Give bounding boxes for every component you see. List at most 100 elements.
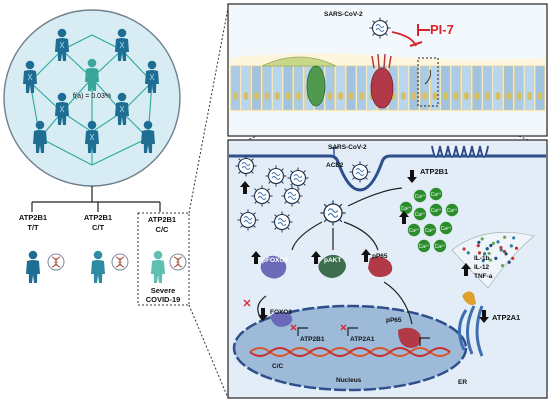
epithelial-cell: [409, 65, 419, 111]
zoom-arrow: [424, 69, 431, 85]
calcium-ions: Ca²⁺Ca²⁺Ca²⁺Ca²⁺Ca²⁺Ca²⁺Ca²⁺Ca²⁺Ca²⁺Ca²⁺…: [399, 187, 459, 253]
epithelial-cell: [251, 65, 262, 111]
svg-text:Ca²⁺: Ca²⁺: [431, 192, 442, 198]
epithelial-cell: [430, 65, 440, 111]
epithelial-cell: [482, 65, 493, 111]
cytokine-dot: [512, 236, 516, 240]
epithelial-cell: [283, 65, 293, 111]
cytokine-dot: [496, 240, 500, 244]
nuclear-pp65-label: pP65: [386, 317, 402, 324]
genotype-gene-2: ATP2B1: [83, 213, 113, 222]
er-label: ER: [458, 379, 468, 386]
cell-nucleus-dot: [296, 92, 301, 100]
cytokine-2: IL-12: [474, 264, 490, 271]
cytokine-1: IL-1b: [474, 255, 490, 262]
genotype-people: [26, 212, 190, 306]
cell-nucleus-dot: [474, 92, 480, 100]
cytokine-dot: [507, 260, 511, 264]
cell-nucleus-dot: [506, 92, 511, 100]
epithelial-cell: [398, 65, 409, 111]
gene-label-1: ATP2B1: [300, 336, 325, 343]
nucleus-label: Nucleus: [336, 377, 362, 384]
population-panel: [3, 9, 181, 187]
svg-text:Ca²⁺: Ca²⁺: [415, 212, 426, 218]
atp2a1-er-label: ATP2A1: [492, 313, 521, 322]
svg-text:Ca²⁺: Ca²⁺: [435, 244, 446, 250]
virus-icon: [368, 16, 392, 40]
cell-nucleus-dot: [432, 92, 438, 100]
cell-nucleus-dot: [422, 92, 427, 100]
epithelial-cell: [535, 65, 545, 111]
kinase-label-3: pP65: [372, 253, 388, 260]
gene-label-2: ATP2A1: [350, 336, 375, 343]
svg-text:Ca²⁺: Ca²⁺: [425, 228, 436, 234]
svg-text:Ca²⁺: Ca²⁺: [409, 228, 420, 234]
cell-nucleus-dot: [285, 92, 291, 100]
epithelial-cell: [472, 65, 482, 111]
calcium-ion: Ca²⁺: [433, 239, 447, 253]
cell-nucleus-dot: [485, 92, 490, 100]
cell-nucleus-dot: [233, 92, 238, 100]
cell-nucleus-dot: [527, 92, 532, 100]
pp65-nuclear: [398, 327, 421, 348]
cytokine-dot: [503, 235, 507, 239]
top-panel: [227, 3, 548, 137]
cytokine-dot: [504, 252, 508, 256]
epithelial-cell: [262, 65, 272, 111]
cytokine-dot: [476, 244, 480, 248]
cytokine-dot: [511, 256, 515, 261]
cell-nucleus-dot: [453, 92, 459, 100]
cell-nucleus-dot: [264, 92, 270, 100]
calcium-ion: Ca²⁺: [429, 203, 443, 217]
dna-marks: [27, 41, 155, 141]
epithelial-cell: [335, 65, 346, 111]
cytokine-dot: [477, 240, 481, 244]
epithelial-cell: [503, 65, 514, 111]
epithelial-cell: [440, 65, 451, 111]
cytokine-dot: [500, 264, 505, 268]
block-marks: [243, 299, 347, 331]
severe-label-line1: Severe: [150, 286, 176, 295]
genotype-tree: [31, 186, 161, 212]
epithelial-cell: [325, 65, 335, 111]
epithelial-cell: [230, 65, 241, 111]
ace2-label: ACE2: [326, 162, 344, 169]
infected-cilia: [371, 53, 392, 69]
calcium-ion: Ca²⁺: [423, 223, 437, 237]
epithelial-cell: [293, 65, 304, 111]
epithelial-cell: [461, 65, 472, 111]
svg-text:Ca²⁺: Ca²⁺: [447, 208, 458, 214]
cell-nucleus-dot: [537, 92, 543, 100]
cell-panel: Ca²⁺Ca²⁺Ca²⁺Ca²⁺Ca²⁺Ca²⁺Ca²⁺Ca²⁺Ca²⁺Ca²⁺…: [227, 139, 548, 399]
genotype-value-3: C/C: [155, 225, 169, 234]
genotype-gene-3: ATP2B1: [147, 215, 177, 224]
nuclear-foxo3-label: FOXO3: [270, 309, 293, 316]
svg-text:Ca²⁺: Ca²⁺: [401, 206, 412, 212]
calcium-ion: Ca²⁺: [439, 221, 453, 235]
cytokine-dot: [489, 243, 493, 248]
cell-nucleus-dot: [243, 92, 249, 100]
calcium-ion: Ca²⁺: [399, 201, 413, 215]
cytokine-dot: [514, 246, 519, 250]
cytokine-dot: [482, 252, 487, 256]
infected-cell: [370, 67, 394, 109]
cell-nucleus-dot: [254, 92, 259, 100]
allele-frequency-label: f(a) = 0.03%: [72, 93, 112, 100]
cytokine-cloud: [451, 231, 535, 289]
kinase-label-2: pAKT: [324, 257, 342, 264]
cell-nucleus-dot: [359, 92, 364, 100]
epithelial-cell: [451, 65, 461, 111]
pp65-protein: [368, 256, 393, 277]
cell-nucleus-dot: [443, 92, 448, 100]
epithelial-cell: [493, 65, 503, 111]
cell-nucleus-dot: [338, 92, 343, 100]
atp2b1-membrane-label: ATP2B1: [420, 167, 449, 176]
svg-text:Ca²⁺: Ca²⁺: [431, 208, 442, 214]
epithelial-cell: [419, 65, 430, 111]
atp2b1-pump: [431, 145, 489, 158]
cell-nucleus-dot: [275, 92, 280, 100]
cytokine-dot: [494, 256, 498, 260]
epithelial-cell: [241, 65, 251, 111]
